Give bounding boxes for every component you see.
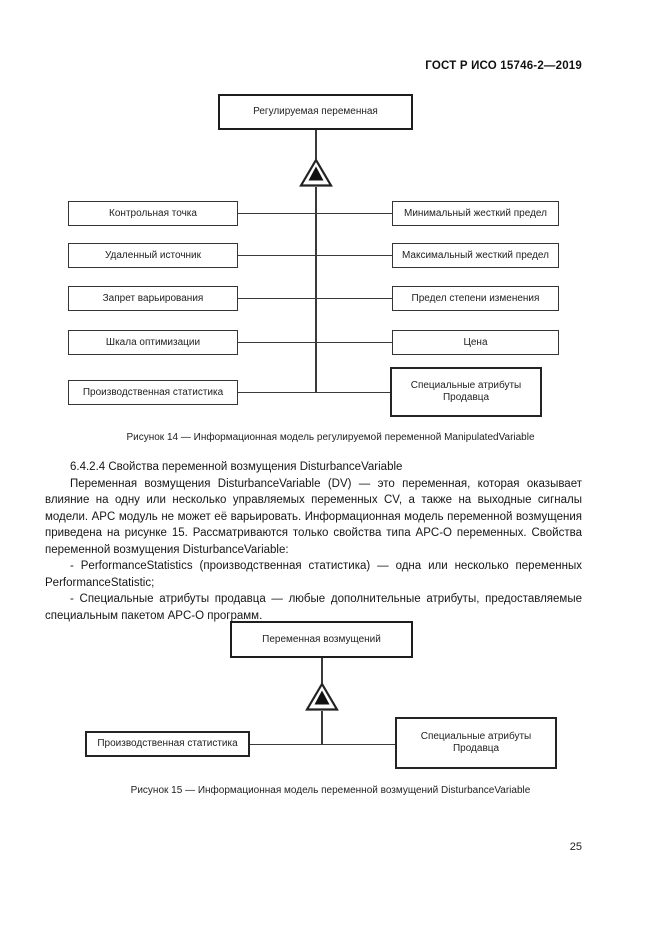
section-text: 6.4.2.4 Свойства переменной возмущения D… bbox=[45, 459, 582, 624]
section-bullet-vendor-attributes: - Специальные атрибуты продавца — любые … bbox=[45, 593, 582, 622]
section-paragraph: Переменная возмущения DisturbanceVariabl… bbox=[45, 477, 582, 556]
section-heading: 6.4.2.4 Свойства переменной возмущения D… bbox=[70, 461, 403, 473]
connector-line bbox=[238, 392, 390, 394]
attribute-box-vary-prohibition: Запрет варьирования bbox=[68, 286, 238, 311]
connector-line bbox=[238, 341, 392, 343]
connector-line bbox=[238, 297, 392, 299]
generalization-triangle-icon bbox=[299, 158, 333, 187]
attribute-box-performance-statistics: Производственная статистика bbox=[68, 380, 238, 405]
figure-15-caption: Рисунок 15 — Информационная модель перем… bbox=[130, 785, 531, 796]
generalization-triangle-icon bbox=[305, 682, 339, 711]
section-bullet-performance-statistics: - PerformanceStatistics (производственна… bbox=[45, 560, 582, 589]
page-number: 25 bbox=[569, 841, 582, 853]
manipulated-variable-root-box: Регулируемая переменная bbox=[218, 94, 413, 130]
attribute-box-vendor-specific: Специальные атрибуты Продавца bbox=[390, 367, 542, 417]
connector-line bbox=[238, 254, 392, 256]
attribute-box-vendor-specific: Специальные атрибуты Продавца bbox=[395, 717, 557, 769]
attribute-box-remote-source: Удаленный источник bbox=[68, 243, 238, 268]
connector-line bbox=[238, 212, 392, 214]
attribute-box-setpoint: Контрольная точка bbox=[68, 201, 238, 226]
connector-line bbox=[315, 130, 317, 159]
attribute-box-min-hard-limit: Минимальный жесткий предел bbox=[392, 201, 559, 226]
disturbance-variable-root-box: Переменная возмущений bbox=[230, 621, 413, 658]
document-header: ГОСТ Р ИСО 15746-2—2019 bbox=[425, 60, 582, 72]
attribute-box-rate-of-change-limit: Предел степени изменения bbox=[392, 286, 559, 311]
connector-line bbox=[321, 711, 323, 745]
attribute-box-optimization-scale: Шкала оптимизации bbox=[68, 330, 238, 355]
connector-line bbox=[315, 187, 317, 393]
figure-14-caption: Рисунок 14 — Информационная модель регул… bbox=[126, 432, 535, 443]
attribute-box-max-hard-limit: Максимальный жесткий предел bbox=[392, 243, 559, 268]
connector-line bbox=[250, 743, 395, 745]
connector-line bbox=[321, 658, 323, 683]
attribute-box-performance-statistics: Производственная статистика bbox=[85, 731, 250, 757]
attribute-box-cost: Цена bbox=[392, 330, 559, 355]
